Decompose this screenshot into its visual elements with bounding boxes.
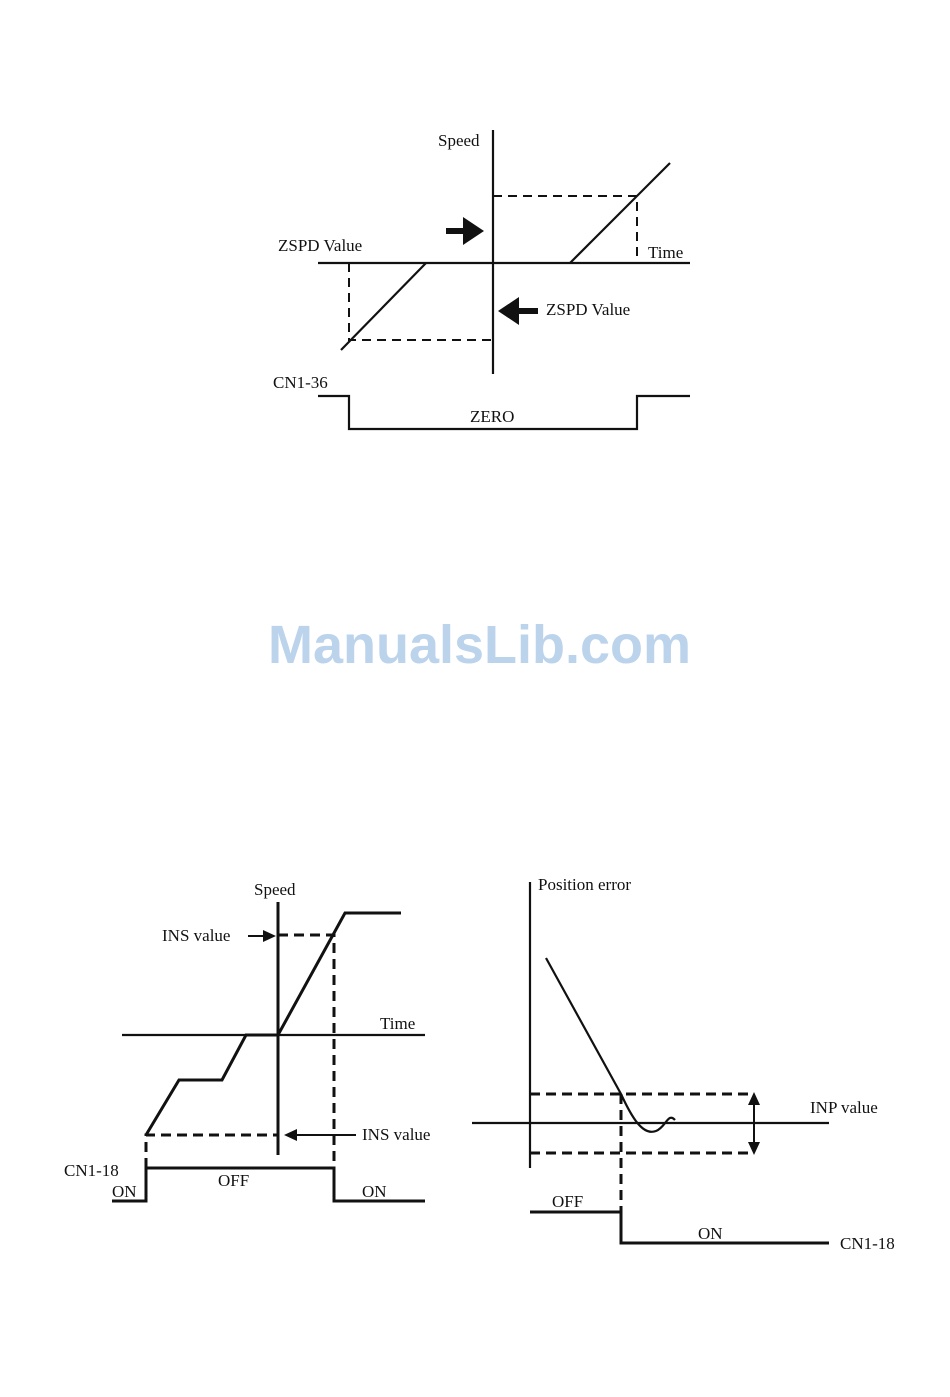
- arrow-left-icon: [498, 297, 538, 325]
- speed-ramp-left: [341, 263, 426, 350]
- speed-reached-diagram: Speed Time INS value INS value CN1-18 ON…: [64, 880, 430, 1201]
- signal-state-zero: ZERO: [470, 407, 514, 426]
- signal-name: CN1-18: [64, 1161, 119, 1180]
- inp-value-label: INP value: [810, 1098, 878, 1117]
- time-label: Time: [648, 243, 683, 262]
- zero-speed-diagram: Speed Time ZSPD Value ZSPD Value CN1-36 …: [273, 130, 690, 429]
- ins-upper-arrow-icon: [248, 930, 276, 942]
- in-position-diagram: Position error INP value OFF ON CN1-18: [472, 875, 895, 1253]
- signal-name: CN1-18: [840, 1234, 895, 1253]
- upper-zspd-dash: [493, 196, 637, 263]
- position-error-label: Position error: [538, 875, 631, 894]
- speed-label: Speed: [254, 880, 296, 899]
- zspd-upper-label: ZSPD Value: [278, 236, 362, 255]
- speed-profile: [146, 913, 401, 1135]
- position-error-curve: [546, 958, 675, 1132]
- state-off: OFF: [552, 1192, 583, 1211]
- ins-lower-dash: [146, 1135, 278, 1168]
- state-on: ON: [698, 1224, 723, 1243]
- cn1-18-waveform: [530, 1212, 829, 1243]
- arrow-right-icon: [446, 217, 484, 245]
- ins-upper-dash: [278, 935, 334, 1168]
- state-off: OFF: [218, 1171, 249, 1190]
- ins-lower-label: INS value: [362, 1125, 430, 1144]
- speed-label: Speed: [438, 131, 480, 150]
- ins-upper-label: INS value: [162, 926, 230, 945]
- lower-zspd-dash: [349, 263, 493, 340]
- ins-lower-arrow-icon: [284, 1129, 356, 1141]
- watermark: ManualsLib.com: [268, 615, 691, 675]
- state-on-left: ON: [112, 1182, 137, 1201]
- time-label: Time: [380, 1014, 415, 1033]
- state-on-right: ON: [362, 1182, 387, 1201]
- zspd-lower-label: ZSPD Value: [546, 300, 630, 319]
- signal-name: CN1-36: [273, 373, 328, 392]
